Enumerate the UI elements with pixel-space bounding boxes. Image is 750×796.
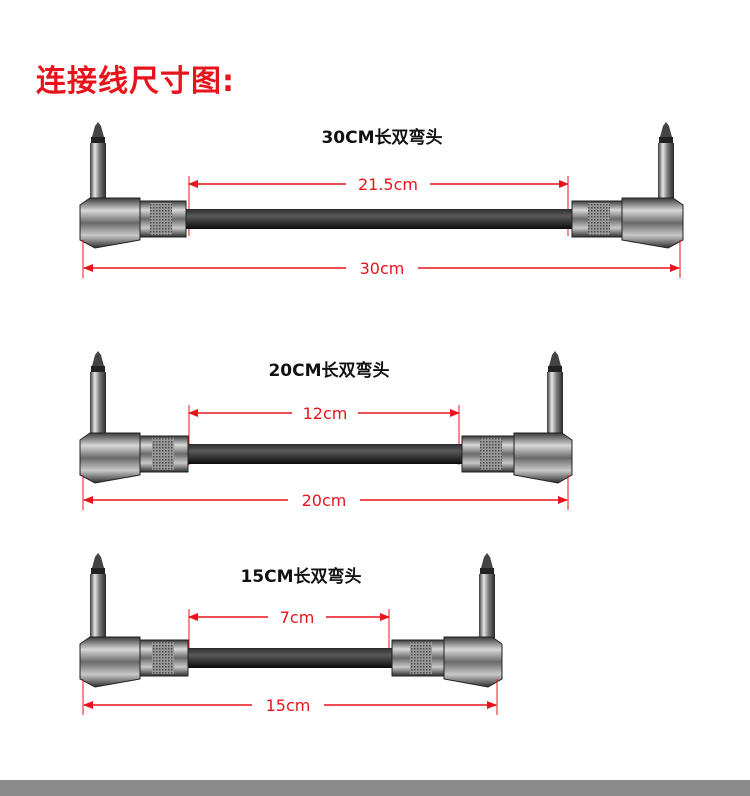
cable-assembly-30cm: 30CM长双弯头 21.5cm 30cm bbox=[79, 122, 684, 278]
inner-length-label: 12cm bbox=[303, 404, 348, 423]
inner-length-label: 21.5cm bbox=[358, 175, 418, 194]
right-angle-jack-plug-icon bbox=[79, 553, 189, 688]
cable-title: 30CM长双弯头 bbox=[321, 127, 442, 148]
bottom-bar bbox=[0, 780, 750, 796]
cable bbox=[186, 648, 396, 668]
cable-title: 15CM长双弯头 bbox=[240, 566, 361, 587]
overall-length-label: 15cm bbox=[266, 696, 311, 715]
right-angle-jack-plug-icon bbox=[391, 553, 503, 688]
cable bbox=[186, 444, 464, 464]
inner-length-label: 7cm bbox=[280, 608, 315, 627]
page-title: 连接线尺寸图: bbox=[36, 64, 235, 99]
right-angle-jack-plug-icon bbox=[79, 351, 189, 484]
cable-diagram: 30CM长双弯头 21.5cm 30cm bbox=[79, 122, 684, 716]
right-angle-jack-plug-icon bbox=[79, 122, 187, 249]
cable-title: 20CM长双弯头 bbox=[268, 360, 389, 381]
right-angle-jack-plug-icon bbox=[571, 122, 684, 249]
cable bbox=[186, 209, 572, 229]
overall-length-label: 30cm bbox=[360, 259, 405, 278]
right-angle-jack-plug-icon bbox=[461, 351, 573, 484]
cable-assembly-20cm: 20CM长双弯头 12cm 20cm bbox=[79, 351, 573, 511]
overall-length-label: 20cm bbox=[302, 491, 347, 510]
cable-assembly-15cm: 15CM长双弯头 7cm 15cm bbox=[79, 553, 503, 716]
